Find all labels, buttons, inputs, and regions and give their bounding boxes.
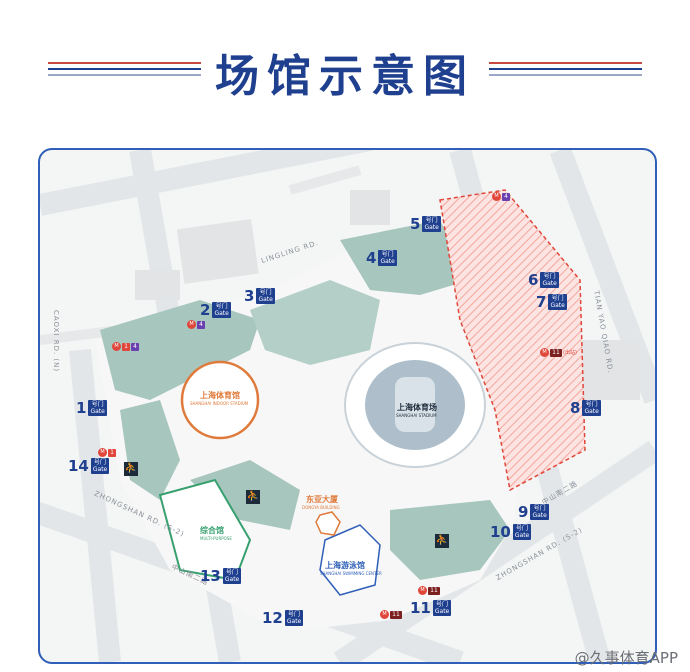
metro-icon: M	[380, 610, 389, 619]
metro-marker-west[interactable]: M 1 4	[112, 342, 139, 351]
watermark: @久事体育APP	[574, 649, 678, 667]
swim-outline	[319, 524, 381, 596]
metro-marker-east[interactable]: M 11 (出站)	[540, 348, 577, 357]
complex-outline	[158, 478, 252, 582]
complex-name-en: MULTI-PURPOSE	[200, 536, 232, 541]
metro-marker-gate2[interactable]: M 4	[187, 320, 205, 329]
green-area-nw	[100, 300, 260, 400]
pedestrian-icon: ⛹	[124, 462, 138, 476]
header-rule-blue-right	[472, 68, 642, 70]
dongya-outline	[315, 511, 341, 536]
header-rule-grey-right	[472, 74, 642, 76]
header: 场馆示意图	[0, 0, 690, 140]
metro-icon: M	[187, 320, 196, 329]
header-rule-red-left	[48, 62, 218, 64]
green-area-north	[250, 280, 380, 365]
metro-icon: M	[112, 342, 121, 351]
green-area-se	[390, 500, 510, 580]
swim-name-en: SHANGHAI SWIMMING CENTER	[320, 571, 382, 576]
restricted-zone	[439, 189, 586, 492]
metro-icon: M	[492, 192, 501, 201]
page-title: 场馆示意图	[0, 40, 690, 104]
header-rule-grey-left	[48, 74, 218, 76]
metro-marker-gate14[interactable]: M 1	[98, 448, 116, 457]
stadium-name: 上海体育场	[397, 403, 437, 412]
green-area-ne	[340, 220, 470, 295]
metro-marker-south[interactable]: M 11	[380, 610, 402, 619]
map-canvas	[40, 150, 655, 662]
swim-name: 上海游泳馆	[325, 561, 365, 570]
pedestrian-icon: ⛹	[435, 534, 449, 548]
metro-icon: M	[98, 448, 107, 457]
header-rule-red-right	[472, 62, 642, 64]
dongya-name: 东亚大厦	[306, 495, 338, 504]
metro-icon: M	[540, 348, 549, 357]
header-rule-blue-left	[48, 68, 218, 70]
venue-map: LINGLING RD. CAOXI RD. (N) ZHONGSHAN RD.…	[38, 148, 657, 664]
pedestrian-icon: ⛹	[246, 490, 260, 504]
metro-marker-gate11[interactable]: M 11	[418, 586, 440, 595]
green-area-center-sw	[190, 460, 300, 530]
arena-circle	[180, 360, 260, 440]
stadium-field	[395, 377, 435, 432]
metro-marker-north[interactable]: M 4	[492, 192, 510, 201]
road-caoxi: CAOXI RD. (N)	[52, 310, 60, 373]
arena-name-en: SHANGHAI INDOOR STADIUM	[190, 401, 249, 406]
stadium-name-en: SHANGHAI STADIUM	[396, 413, 437, 418]
metro-icon: M	[418, 586, 427, 595]
complex-name: 综合馆	[200, 526, 224, 535]
dongya-name-en: DONGYA BUILDING	[302, 505, 340, 510]
arena-name: 上海体育馆	[200, 391, 240, 400]
